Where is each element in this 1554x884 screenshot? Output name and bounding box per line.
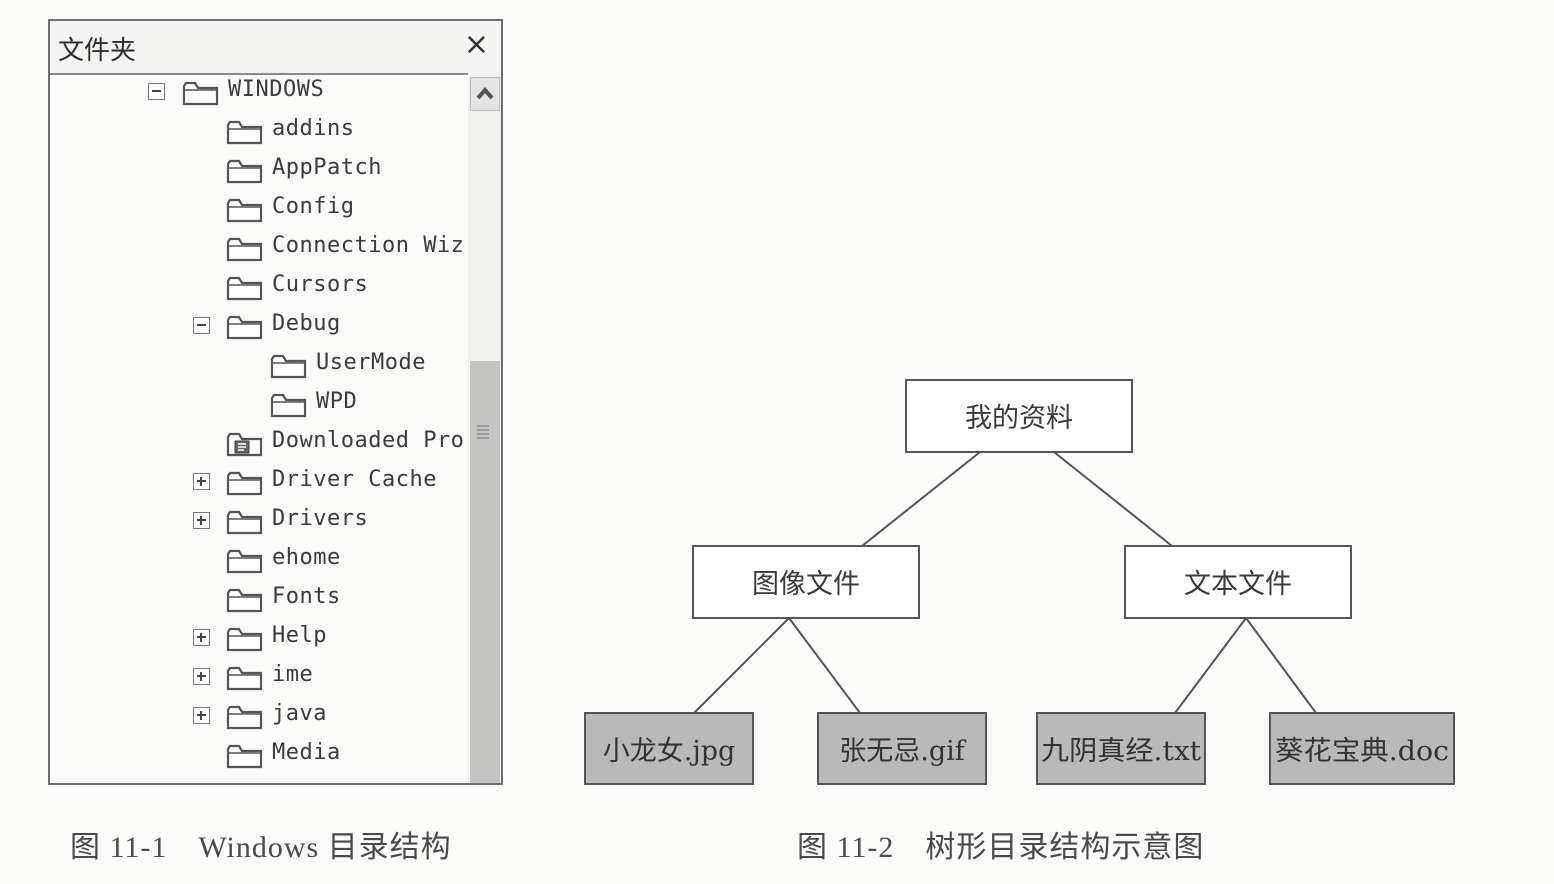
tree-item[interactable]: Downloaded Pro — [50, 424, 466, 462]
tree-item[interactable]: Connection Wiz — [50, 229, 466, 267]
special-folder-icon — [226, 430, 264, 458]
edge-branch-1-leaf-1 — [1245, 617, 1317, 714]
leaf-node-2: 九阴真经.txt — [1036, 712, 1206, 785]
tree-item-label: Fonts — [272, 584, 341, 609]
tree-item-label: addins — [272, 116, 355, 141]
panel-header: 文件夹 × — [50, 21, 501, 75]
folder-icon — [226, 508, 264, 536]
tree-item[interactable]: WPD — [50, 385, 466, 423]
tree-item[interactable]: UserMode — [50, 346, 466, 384]
expand-icon[interactable] — [193, 629, 210, 646]
branch-node-1: 文本文件 — [1124, 545, 1352, 619]
scroll-up-button[interactable] — [470, 77, 500, 111]
tree-item[interactable]: Fonts — [50, 580, 466, 618]
scroll-grip-icon — [477, 425, 489, 439]
folder-icon — [226, 157, 264, 185]
vertical-scrollbar[interactable] — [468, 73, 501, 783]
folder-icon — [226, 625, 264, 653]
folder-icon — [226, 586, 264, 614]
leaf-node-1: 张无忌.gif — [817, 712, 987, 785]
expand-icon[interactable] — [193, 512, 210, 529]
tree-item[interactable]: java — [50, 697, 466, 735]
tree-item-label: java — [272, 701, 327, 726]
tree-item[interactable]: Driver Cache — [50, 463, 466, 501]
edge-root-branch-1 — [1053, 451, 1173, 547]
tree-item-label: ehome — [272, 545, 341, 570]
leaf-node-label: 葵花宝典.doc — [1275, 736, 1449, 767]
leaf-node-0: 小龙女.jpg — [584, 712, 754, 785]
tree-item[interactable]: Media — [50, 736, 466, 774]
leaf-node-label: 九阴真经.txt — [1041, 736, 1201, 767]
folder-icon — [226, 703, 264, 731]
tree-item-label: Drivers — [272, 506, 369, 531]
branch-node-0: 图像文件 — [692, 545, 920, 619]
folder-icon — [226, 196, 264, 224]
tree-item-label: Connection Wiz — [272, 233, 465, 258]
diagram-edges — [693, 451, 1317, 714]
folder-icon — [226, 235, 264, 263]
figure-caption-right: 图 11-2 树形目录结构示意图 — [797, 831, 1205, 864]
collapse-icon[interactable] — [148, 83, 165, 100]
folder-icon — [226, 118, 264, 146]
tree-item[interactable]: ehome — [50, 541, 466, 579]
root-node-label: 我的资料 — [965, 403, 1073, 434]
tree-item-label: UserMode — [316, 350, 426, 375]
leaf-node-label: 小龙女.jpg — [603, 736, 736, 767]
tree-item-label: Config — [272, 194, 355, 219]
edge-root-branch-0 — [861, 451, 981, 547]
tree-item-label: Help — [272, 623, 327, 648]
root-node: 我的资料 — [905, 379, 1133, 453]
tree-item-label: Cursors — [272, 272, 369, 297]
collapse-icon[interactable] — [193, 317, 210, 334]
tree-item[interactable]: Cursors — [50, 268, 466, 306]
leaf-node-3: 葵花宝典.doc — [1269, 712, 1455, 785]
tree-item[interactable]: ime — [50, 658, 466, 696]
close-button[interactable]: × — [463, 27, 489, 62]
tree-item[interactable]: Drivers — [50, 502, 466, 540]
tree-item-label: AppPatch — [272, 155, 382, 180]
tree-item[interactable]: Debug — [50, 307, 466, 345]
folder-icon — [226, 469, 264, 497]
edge-branch-0-leaf-1 — [788, 617, 861, 714]
folder-icon — [226, 547, 264, 575]
branch-node-label: 图像文件 — [752, 569, 860, 600]
folder-icon — [182, 79, 220, 107]
tree-item[interactable]: WINDOWS — [50, 73, 466, 111]
edge-branch-0-leaf-0 — [693, 617, 790, 714]
folder-icon — [226, 664, 264, 692]
chevron-up-icon — [476, 86, 494, 100]
expand-icon[interactable] — [193, 707, 210, 724]
panel-title: 文件夹 — [58, 36, 137, 66]
tree-item-label: WPD — [316, 389, 358, 414]
tree-item[interactable]: addins — [50, 112, 466, 150]
folder-icon — [226, 742, 264, 770]
folder-icon — [226, 274, 264, 302]
tree-item[interactable]: Config — [50, 190, 466, 228]
tree-item[interactable]: Help — [50, 619, 466, 657]
folder-icon — [270, 352, 308, 380]
tree-item-label: WINDOWS — [228, 77, 325, 102]
expand-icon[interactable] — [193, 473, 210, 490]
tree-item-label: Downloaded Pro — [272, 428, 465, 453]
folder-icon — [226, 313, 264, 341]
tree-item-label: Driver Cache — [272, 467, 437, 492]
branch-node-label: 文本文件 — [1184, 569, 1292, 600]
tree-item[interactable]: AppPatch — [50, 151, 466, 189]
folder-icon — [270, 391, 308, 419]
leaf-node-label: 张无忌.gif — [839, 736, 967, 767]
figure-caption-left: 图 11-1 Windows 目录结构 — [70, 831, 452, 864]
tree-item-label: Media — [272, 740, 341, 765]
expand-icon[interactable] — [193, 668, 210, 685]
tree-item-label: Debug — [272, 311, 341, 336]
tree-item-label: ime — [272, 662, 314, 687]
edge-branch-1-leaf-0 — [1174, 617, 1247, 714]
